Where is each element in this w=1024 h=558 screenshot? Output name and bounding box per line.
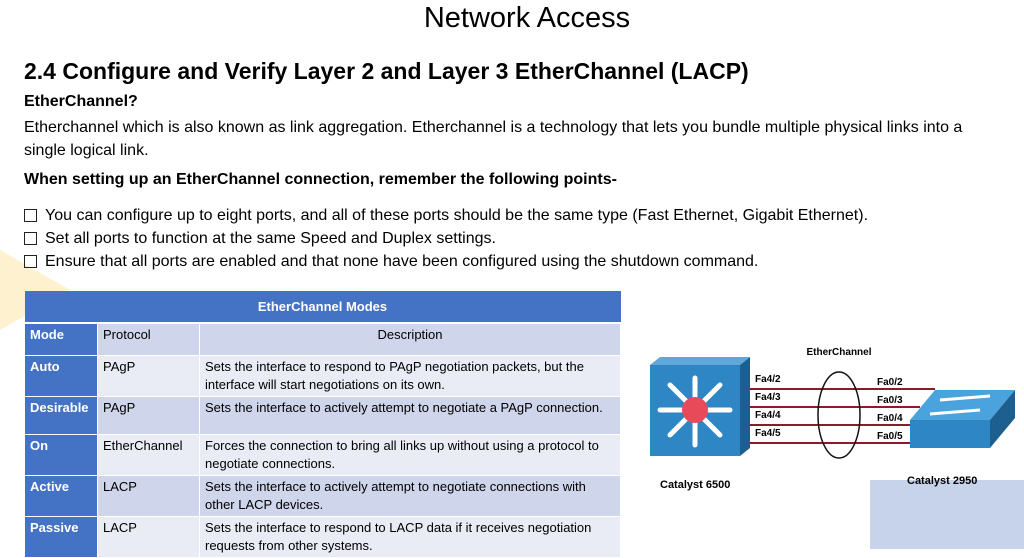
cell-protocol: PAgP: [97, 354, 200, 397]
cell-desc: Sets the interface to actively attempt t…: [199, 395, 621, 435]
catalyst-2950-icon: [910, 390, 1015, 448]
intro-paragraph: Etherchannel which is also known as link…: [24, 119, 963, 159]
diagram-label: EtherChannel: [806, 347, 871, 358]
cell-mode: On: [24, 433, 98, 476]
device-label: Catalyst 2950: [907, 475, 977, 487]
cell-protocol: PAgP: [97, 395, 200, 435]
port-label: Fa4/2: [755, 374, 781, 385]
slide-title: Network Access: [423, 2, 631, 34]
point-text: You can configure up to eight ports, and…: [45, 206, 869, 224]
port-label: Fa0/4: [877, 413, 903, 424]
cell-protocol: EtherChannel: [97, 433, 200, 476]
point-text: Set all ports to function at the same Sp…: [45, 229, 496, 247]
cell-mode: Auto: [24, 354, 98, 397]
port-label: Fa0/5: [877, 431, 903, 442]
cell-mode: Desirable: [24, 395, 98, 435]
point-text: Ensure that all ports are enabled and th…: [45, 252, 759, 270]
header-description: Description: [199, 322, 621, 356]
port-label: Fa4/4: [755, 410, 781, 421]
cell-desc: Sets the interface to respond to PAgP ne…: [199, 354, 621, 397]
port-label: Fa4/5: [755, 428, 781, 439]
cell-protocol: LACP: [97, 515, 200, 558]
bundle-ellipse: [817, 371, 861, 459]
section-heading: 2.4 Configure and Verify Layer 2 and Lay…: [24, 58, 749, 84]
checkbox-bullet-icon: [24, 255, 37, 268]
list-item: Set all ports to function at the same Sp…: [24, 227, 868, 250]
list-item: You can configure up to eight ports, and…: [24, 204, 868, 227]
port-label: Fa0/3: [877, 395, 903, 406]
decorative-shape: [870, 480, 1024, 549]
header-mode: Mode: [24, 322, 98, 356]
checkbox-bullet-icon: [24, 209, 37, 222]
checkbox-bullet-icon: [24, 232, 37, 245]
cell-desc: Sets the interface to actively attempt t…: [199, 474, 621, 517]
cell-desc: Forces the connection to bring all links…: [199, 433, 621, 476]
catalyst-6500-icon: [650, 357, 750, 456]
list-item: Ensure that all ports are enabled and th…: [24, 250, 868, 273]
cell-mode: Passive: [24, 515, 98, 558]
cell-mode: Active: [24, 474, 98, 517]
question-heading: EtherChannel?: [24, 93, 138, 110]
points-heading: When setting up an EtherChannel connecti…: [24, 171, 617, 188]
header-protocol: Protocol: [97, 322, 200, 356]
device-label: Catalyst 6500: [660, 479, 730, 491]
etherchannel-diagram: EtherChannel Fa4/2 Fa4/3 Fa4/4 Fa4/5 Fa0…: [650, 347, 1015, 491]
cell-desc: Sets the interface to respond to LACP da…: [199, 515, 621, 558]
port-label: Fa0/2: [877, 377, 903, 388]
port-label: Fa4/3: [755, 392, 781, 403]
points-list: You can configure up to eight ports, and…: [24, 204, 868, 273]
table-caption: EtherChannel Modes: [24, 291, 621, 324]
cell-protocol: LACP: [97, 474, 200, 517]
